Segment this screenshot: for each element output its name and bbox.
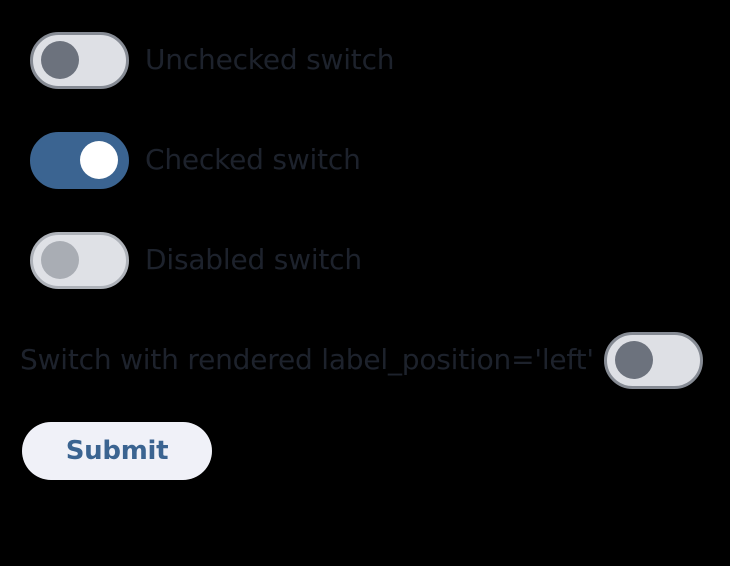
toggle-switch-checked[interactable]: [30, 131, 129, 189]
switch-thumb-icon: [80, 141, 118, 179]
switch-thumb-icon: [41, 41, 79, 79]
toggle-switch-disabled: [30, 231, 129, 289]
switch-thumb-icon: [41, 241, 79, 279]
switch-row-unchecked: Unchecked switch: [30, 20, 395, 100]
switch-row-disabled: Disabled switch: [30, 220, 362, 300]
switch-row-left-label: Switch with rendered label_position='lef…: [20, 320, 710, 400]
toggle-switch-unchecked[interactable]: [30, 31, 129, 89]
switch-row-checked: Checked switch: [30, 120, 361, 200]
switch-thumb-icon: [614, 341, 653, 379]
switch-label-left-position: Switch with rendered label_position='lef…: [20, 343, 594, 376]
switch-label-disabled: Disabled switch: [145, 243, 362, 276]
submit-button[interactable]: Submit: [22, 422, 212, 480]
switch-label-unchecked: Unchecked switch: [145, 43, 395, 76]
toggle-switch-left-label[interactable]: [603, 331, 703, 389]
switch-label-checked: Checked switch: [145, 143, 361, 176]
